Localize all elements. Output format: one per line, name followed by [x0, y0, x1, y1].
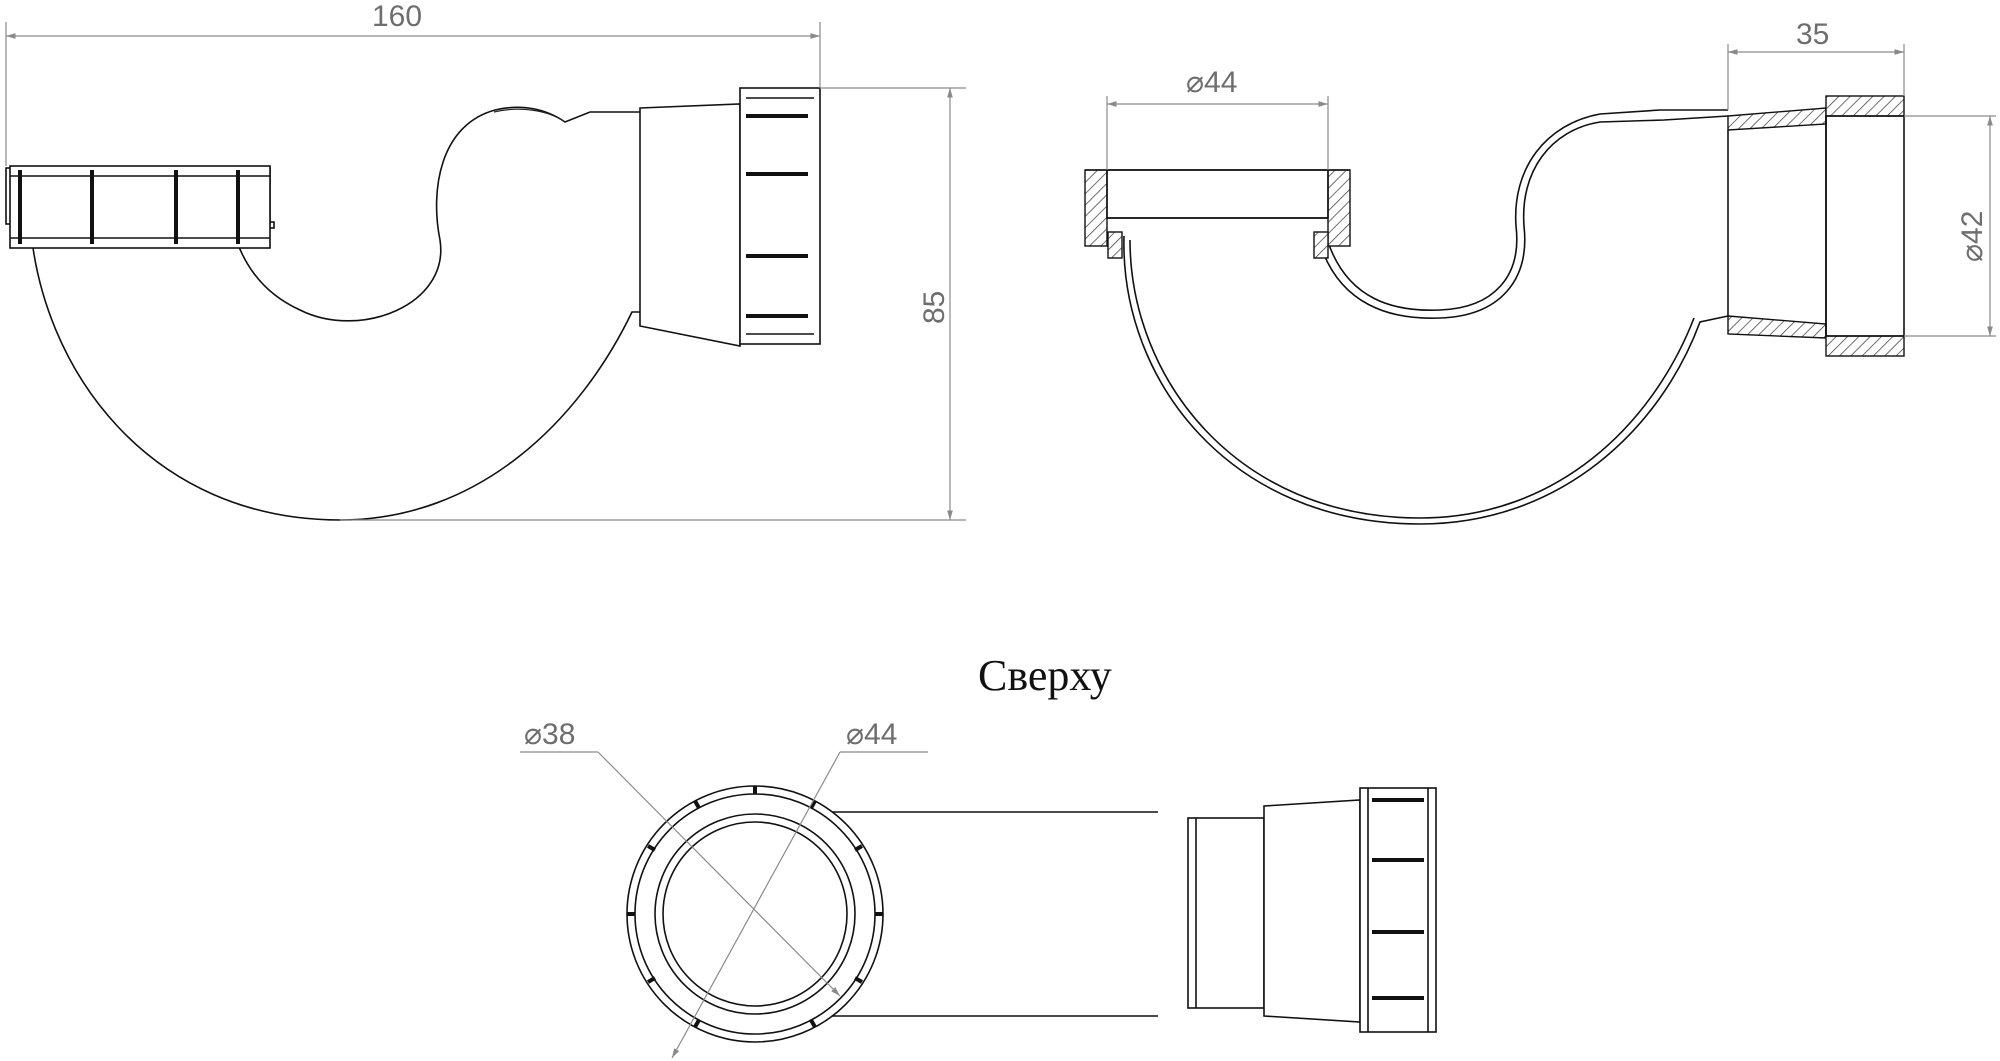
dimension-top-outer-diameter: ⌀44 — [671, 718, 928, 1059]
dimension-label-outlet-diameter: ⌀42 — [1956, 211, 1989, 262]
side-view-left-nut — [5, 165, 275, 249]
dimension-label-inlet-diameter: ⌀44 — [1186, 66, 1237, 99]
section-view-inlet — [1084, 169, 1351, 259]
dimension-outlet-diameter: ⌀42 — [1904, 115, 1996, 337]
section-view: ⌀44 35 ⌀42 — [1084, 18, 1996, 525]
dimension-label-top-outer-diameter: ⌀44 — [846, 718, 897, 751]
dimension-overall-length: 160 — [5, 0, 821, 166]
section-view-outer-wall — [1123, 235, 1729, 525]
dimension-label-top-inner-diameter: ⌀38 — [524, 718, 575, 751]
top-view-title: Сверху — [978, 651, 1112, 700]
dimension-outlet-length: 35 — [1727, 18, 1905, 110]
side-view: 160 85 — [5, 0, 966, 521]
dimension-label-35: 35 — [1796, 18, 1829, 51]
section-view-outlet — [1727, 95, 1905, 357]
top-view: Сверху — [520, 651, 1437, 1059]
top-view-outlet — [1187, 787, 1437, 1033]
top-view-round-nut — [626, 785, 884, 1043]
dimension-top-inner-diameter: ⌀38 — [520, 718, 841, 997]
dimension-label-160: 160 — [372, 0, 422, 33]
dimension-label-85: 85 — [918, 291, 951, 324]
dimension-overall-height: 85 — [340, 87, 966, 521]
section-view-inner-wall — [1129, 239, 1695, 519]
side-view-trap-body — [29, 106, 646, 521]
dimension-inlet-diameter: ⌀44 — [1106, 66, 1329, 170]
side-view-right-outlet — [639, 87, 821, 347]
